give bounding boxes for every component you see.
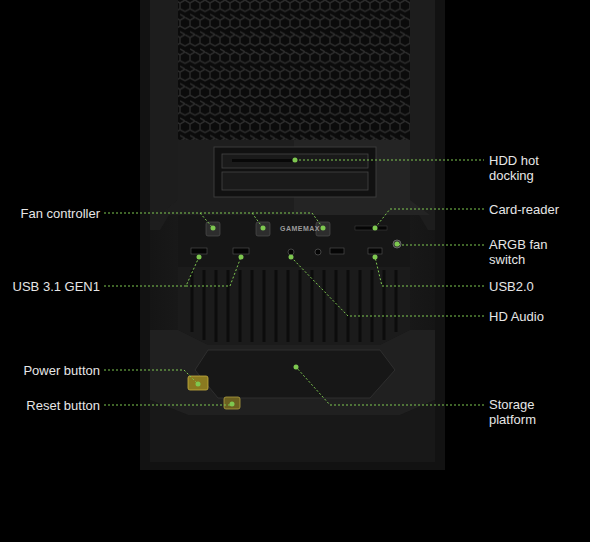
- callout-label: Reset button: [26, 398, 100, 413]
- callout-label: Card-reader: [489, 202, 559, 217]
- callout-label: ARGB fan switch: [489, 237, 569, 267]
- callout-label: USB 3.1 GEN1: [13, 279, 100, 294]
- callout-label: USB2.0: [489, 279, 534, 294]
- callout-label: HD Audio: [489, 309, 544, 324]
- callout-label: HDD hot docking: [489, 153, 569, 183]
- callout-label: Storage platform: [489, 397, 569, 427]
- callout-label: Fan controller: [21, 206, 100, 221]
- brand-logo: GAMEMAX: [280, 225, 320, 233]
- callout-label: Power button: [23, 363, 100, 378]
